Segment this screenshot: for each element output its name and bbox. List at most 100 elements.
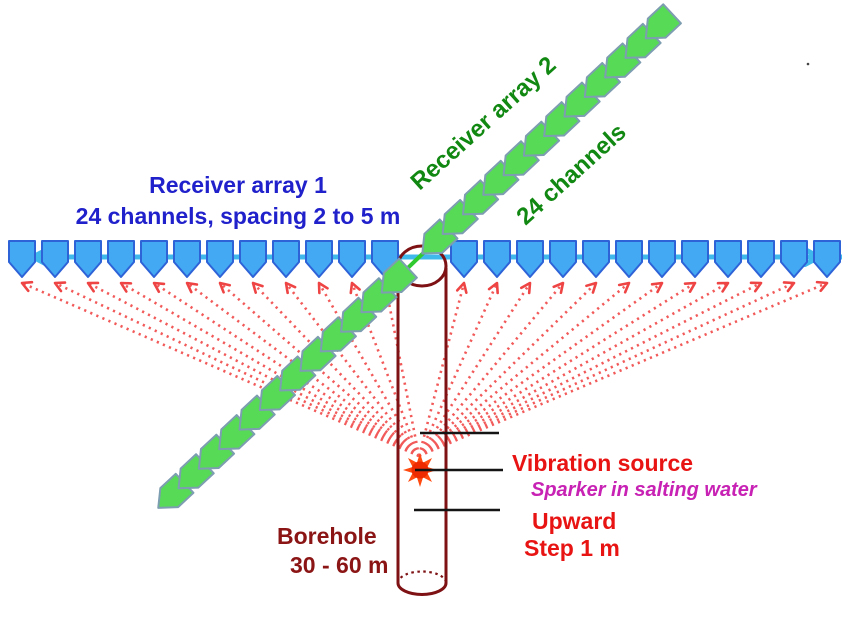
raypath-line <box>418 282 564 457</box>
receiver-icon <box>421 218 459 255</box>
receiver-icon <box>583 61 622 99</box>
raypath-line <box>418 281 795 458</box>
upward-label: Upward <box>532 508 617 534</box>
raypath-arrowhead-icon <box>815 280 829 293</box>
receiver-icon <box>177 453 215 490</box>
receiver-icon <box>299 335 337 372</box>
receiver-icon <box>380 257 418 294</box>
raypath-line <box>219 282 420 457</box>
raypath-arrowhead-icon <box>749 281 763 293</box>
raypath-arrowhead-icon <box>53 281 67 293</box>
sparker-sublabel: Sparker in salting water <box>531 479 757 501</box>
receiver-icon <box>582 240 610 278</box>
receiver-icon <box>681 240 709 278</box>
raypath-arrowhead-icon <box>251 281 264 294</box>
raypath-line <box>418 282 597 457</box>
receiver-icon <box>624 22 662 59</box>
raypath-arrowhead-icon <box>552 281 565 295</box>
raypath-line <box>350 282 421 457</box>
receiver-icon <box>483 240 511 278</box>
receiver-icon <box>140 240 168 278</box>
raypath-arrowhead-icon <box>317 281 329 295</box>
receiver-icon <box>305 240 333 278</box>
raypath-line <box>87 281 420 458</box>
raypath-arrowhead-icon <box>349 281 361 295</box>
borehole-label: Borehole <box>277 523 377 549</box>
raypath-line <box>417 282 532 457</box>
raypath-arrowhead-icon <box>185 281 199 294</box>
receiver-icon <box>441 198 479 235</box>
receiver-icon <box>279 355 317 392</box>
receiver-icon <box>461 179 500 216</box>
receiver-icon <box>340 296 378 333</box>
receiver-icon <box>272 240 300 278</box>
receiver-icon <box>238 394 276 431</box>
receiver-array-1-subtitle: 24 channels, spacing 2 to 5 m <box>75 203 401 229</box>
receiver-icon <box>239 240 267 278</box>
raypath-line <box>418 281 696 458</box>
receiver-icon <box>543 101 581 138</box>
raypath-line <box>418 281 828 458</box>
raypath-line <box>418 281 630 458</box>
raypath-line <box>120 281 420 458</box>
receiver-icon <box>604 42 642 79</box>
receiver-icon <box>516 240 544 278</box>
receiver-icon <box>107 240 135 278</box>
receiver-icon <box>319 316 357 353</box>
speck-dot <box>806 62 810 66</box>
receiver-icon <box>360 277 398 314</box>
raypath-arrowhead-icon <box>152 281 166 294</box>
raypath-line <box>252 282 420 457</box>
receiver-icon <box>41 240 69 278</box>
receiver-icon <box>648 240 676 278</box>
raypath-arrowhead-icon <box>86 281 100 293</box>
raypath-arrowhead-icon <box>617 281 631 294</box>
receiver-icon <box>502 140 540 177</box>
receiver-icon <box>714 240 742 278</box>
receiver-icon <box>563 81 601 118</box>
raypath-line <box>54 281 420 458</box>
receiver-icon <box>813 240 841 278</box>
raypath-arrowhead-icon <box>782 281 796 293</box>
raypath-arrowhead-icon <box>455 281 468 295</box>
step-label: Step 1 m <box>524 535 620 561</box>
borehole-bottom-dotted-arc <box>396 570 448 584</box>
raypath-arrowhead-icon <box>683 281 697 293</box>
borehole-bottom-arc <box>396 582 448 596</box>
receiver-icon <box>644 3 682 40</box>
receiver-icon <box>173 240 201 278</box>
receiver-icon <box>747 240 775 278</box>
borehole-depth-label: 30 - 60 m <box>290 552 389 578</box>
receiver-icon <box>206 240 234 278</box>
vibration-source-label: Vibration source <box>512 450 694 476</box>
receiver-icon <box>74 240 102 278</box>
raypath-arrowhead-icon <box>716 281 730 293</box>
raypath-arrowhead-icon <box>20 280 34 293</box>
receiver-icon <box>218 414 256 451</box>
receiver-icon <box>780 240 808 278</box>
raypath-arrowhead-icon <box>585 281 598 294</box>
raypath-line <box>418 281 663 458</box>
raypath-line <box>418 281 762 458</box>
raypath-line <box>186 281 420 458</box>
raypath-line <box>383 282 421 457</box>
receiver-icon <box>549 240 577 278</box>
raypath-arrowhead-icon <box>487 281 499 295</box>
receiver-icon <box>197 433 236 470</box>
raypath-arrowhead-icon <box>218 281 232 294</box>
raypath-arrowhead-icon <box>519 281 532 295</box>
raypath-arrowhead-icon <box>284 281 297 295</box>
receiver-icon <box>8 240 36 278</box>
receiver-icon <box>482 159 520 196</box>
receiver-icon <box>338 240 366 278</box>
receiver-icon <box>615 240 643 278</box>
raypath-line <box>317 282 421 457</box>
receiver-icon <box>522 120 561 157</box>
receiver-array-1-title: Receiver array 1 <box>149 172 327 198</box>
raypath-arrowhead-icon <box>119 281 133 293</box>
receiver-icon <box>258 374 297 412</box>
raypath-line <box>418 281 729 458</box>
receiver-icon <box>450 240 478 278</box>
